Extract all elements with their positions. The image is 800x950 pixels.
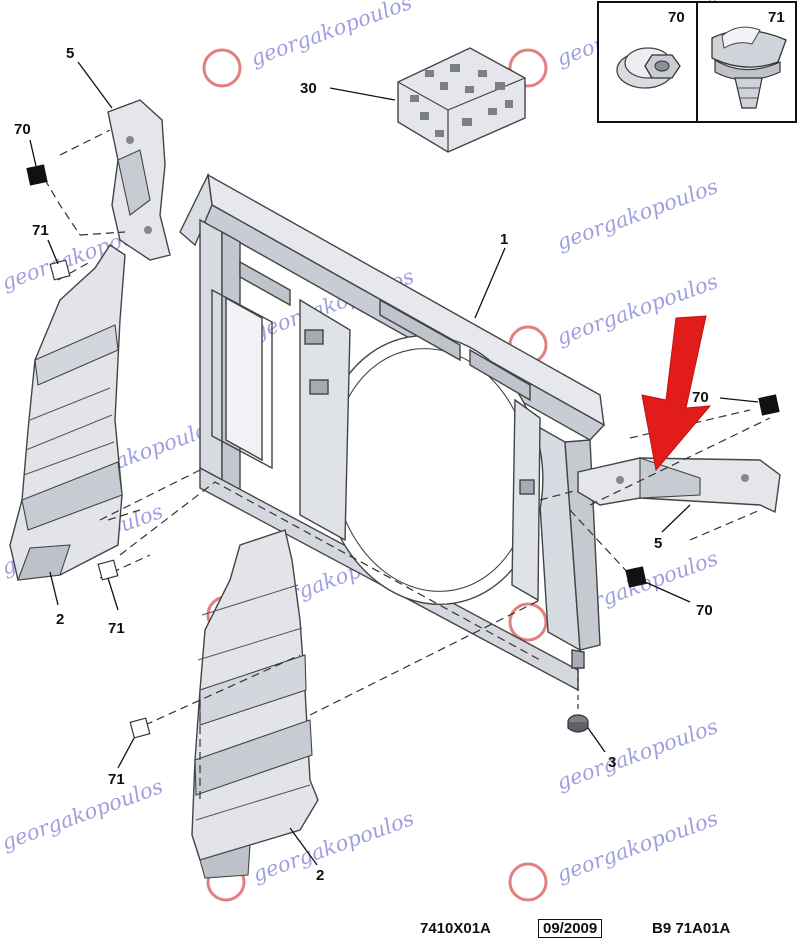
inset-label-71: 71	[768, 9, 785, 26]
callout-70-right-top: 70	[692, 389, 709, 406]
svg-text:georgakopoulos: georgakopoulos	[554, 806, 722, 887]
bracket-5-left	[107, 99, 171, 261]
watermark-logo: georgakopoulos	[554, 174, 722, 255]
highlight-arrow	[641, 315, 712, 472]
nut-70-left	[26, 164, 48, 186]
fastener-kit-30	[397, 47, 526, 153]
diagram-date-box: 09/2009	[538, 918, 603, 940]
callout-71-bottom: 71	[108, 771, 125, 788]
watermark-logo: georgakopoulos	[508, 806, 722, 902]
callout-5-top: 5	[66, 45, 74, 62]
callout-5-right: 5	[654, 535, 662, 552]
air-deflector-2-left	[9, 244, 126, 581]
watermark-logo: georgakopoulos	[0, 774, 166, 855]
callout-71-left-top: 71	[32, 222, 49, 239]
diagram-code: 7410X01A	[420, 920, 491, 937]
callout-30: 30	[300, 80, 317, 97]
callout-1: 1	[500, 231, 508, 248]
clip-71-bottom	[129, 717, 151, 739]
callout-numbers: 5 70 71 30 1 70 5 70 2 71 71 3 2	[14, 45, 713, 884]
clip-71-illustration	[711, 26, 787, 109]
callout-70-left: 70	[14, 121, 31, 138]
nut-70-right-top	[758, 394, 780, 416]
inset-label-70: 70	[668, 9, 685, 26]
nut-70-illustration	[616, 47, 681, 89]
clip-71-left-bottom	[97, 559, 119, 581]
callout-2-bottom: 2	[316, 867, 324, 884]
leader-lines	[29, 61, 759, 866]
diagram-reference: B9 71A01A	[652, 920, 731, 937]
svg-text:georgakopoulos: georgakopoulos	[554, 174, 722, 255]
front-panel-carrier-1	[179, 172, 606, 692]
air-deflector-2-bottom	[191, 529, 319, 879]
bracket-5-right	[577, 457, 781, 514]
assembly-lines	[37, 129, 771, 800]
watermark-logo: georgakopoulos	[202, 0, 416, 88]
callout-3: 3	[608, 754, 616, 771]
callout-2-left: 2	[56, 611, 64, 628]
callout-71-left-bottom: 71	[108, 620, 125, 637]
fastener-inset-box: 70 71	[597, 1, 797, 123]
clip-71-left-top	[49, 259, 71, 281]
svg-text:georgakopoulos: georgakopoulos	[0, 774, 166, 855]
callout-70-right-bottom: 70	[696, 602, 713, 619]
nut-70-right-bottom	[625, 566, 647, 588]
diagram-date: 09/2009	[538, 919, 603, 938]
svg-text:georgakopoulos: georgakopoulos	[248, 0, 416, 71]
